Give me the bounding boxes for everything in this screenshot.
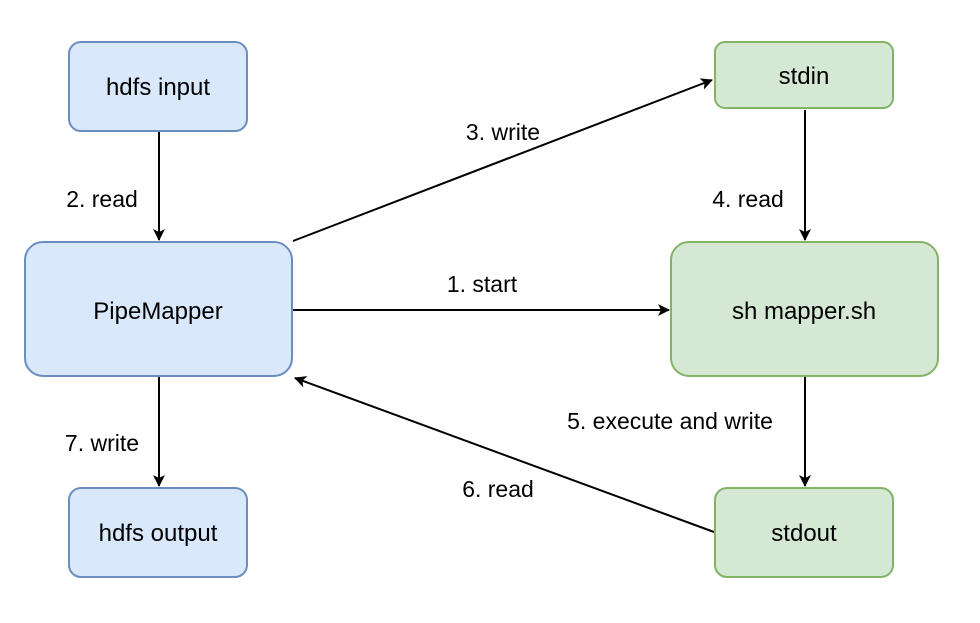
node-hdfs-output-label: hdfs output	[99, 520, 218, 547]
label-write-stdin: 3. write	[466, 119, 540, 145]
node-stdout: stdout	[714, 487, 894, 578]
label-start: 1. start	[447, 271, 518, 297]
node-hdfs-input: hdfs input	[68, 41, 248, 132]
node-stdout-label: stdout	[771, 520, 837, 547]
node-sh-mapper: sh mapper.sh	[670, 241, 939, 377]
node-sh-mapper-label: sh mapper.sh	[732, 298, 876, 325]
edges	[153, 78, 811, 533]
node-stdin-label: stdin	[779, 63, 830, 90]
node-stdin: stdin	[714, 41, 894, 109]
node-hdfs-input-label: hdfs input	[106, 74, 210, 101]
label-read-input: 2. read	[66, 186, 138, 212]
label-read-stdin: 4. read	[712, 186, 784, 212]
label-read-stdout: 6. read	[462, 476, 534, 502]
edge-write-stdin	[292, 78, 713, 242]
edge-labels: 2. read 7. write 1. start 3. write 4. re…	[65, 119, 784, 502]
label-write-output: 7. write	[65, 430, 139, 456]
node-hdfs-output: hdfs output	[68, 487, 248, 578]
label-execute-write: 5. execute and write	[567, 408, 773, 434]
node-pipe-mapper-label: PipeMapper	[93, 298, 222, 325]
edge-read-stdout	[294, 376, 715, 533]
node-pipe-mapper: PipeMapper	[24, 241, 293, 377]
